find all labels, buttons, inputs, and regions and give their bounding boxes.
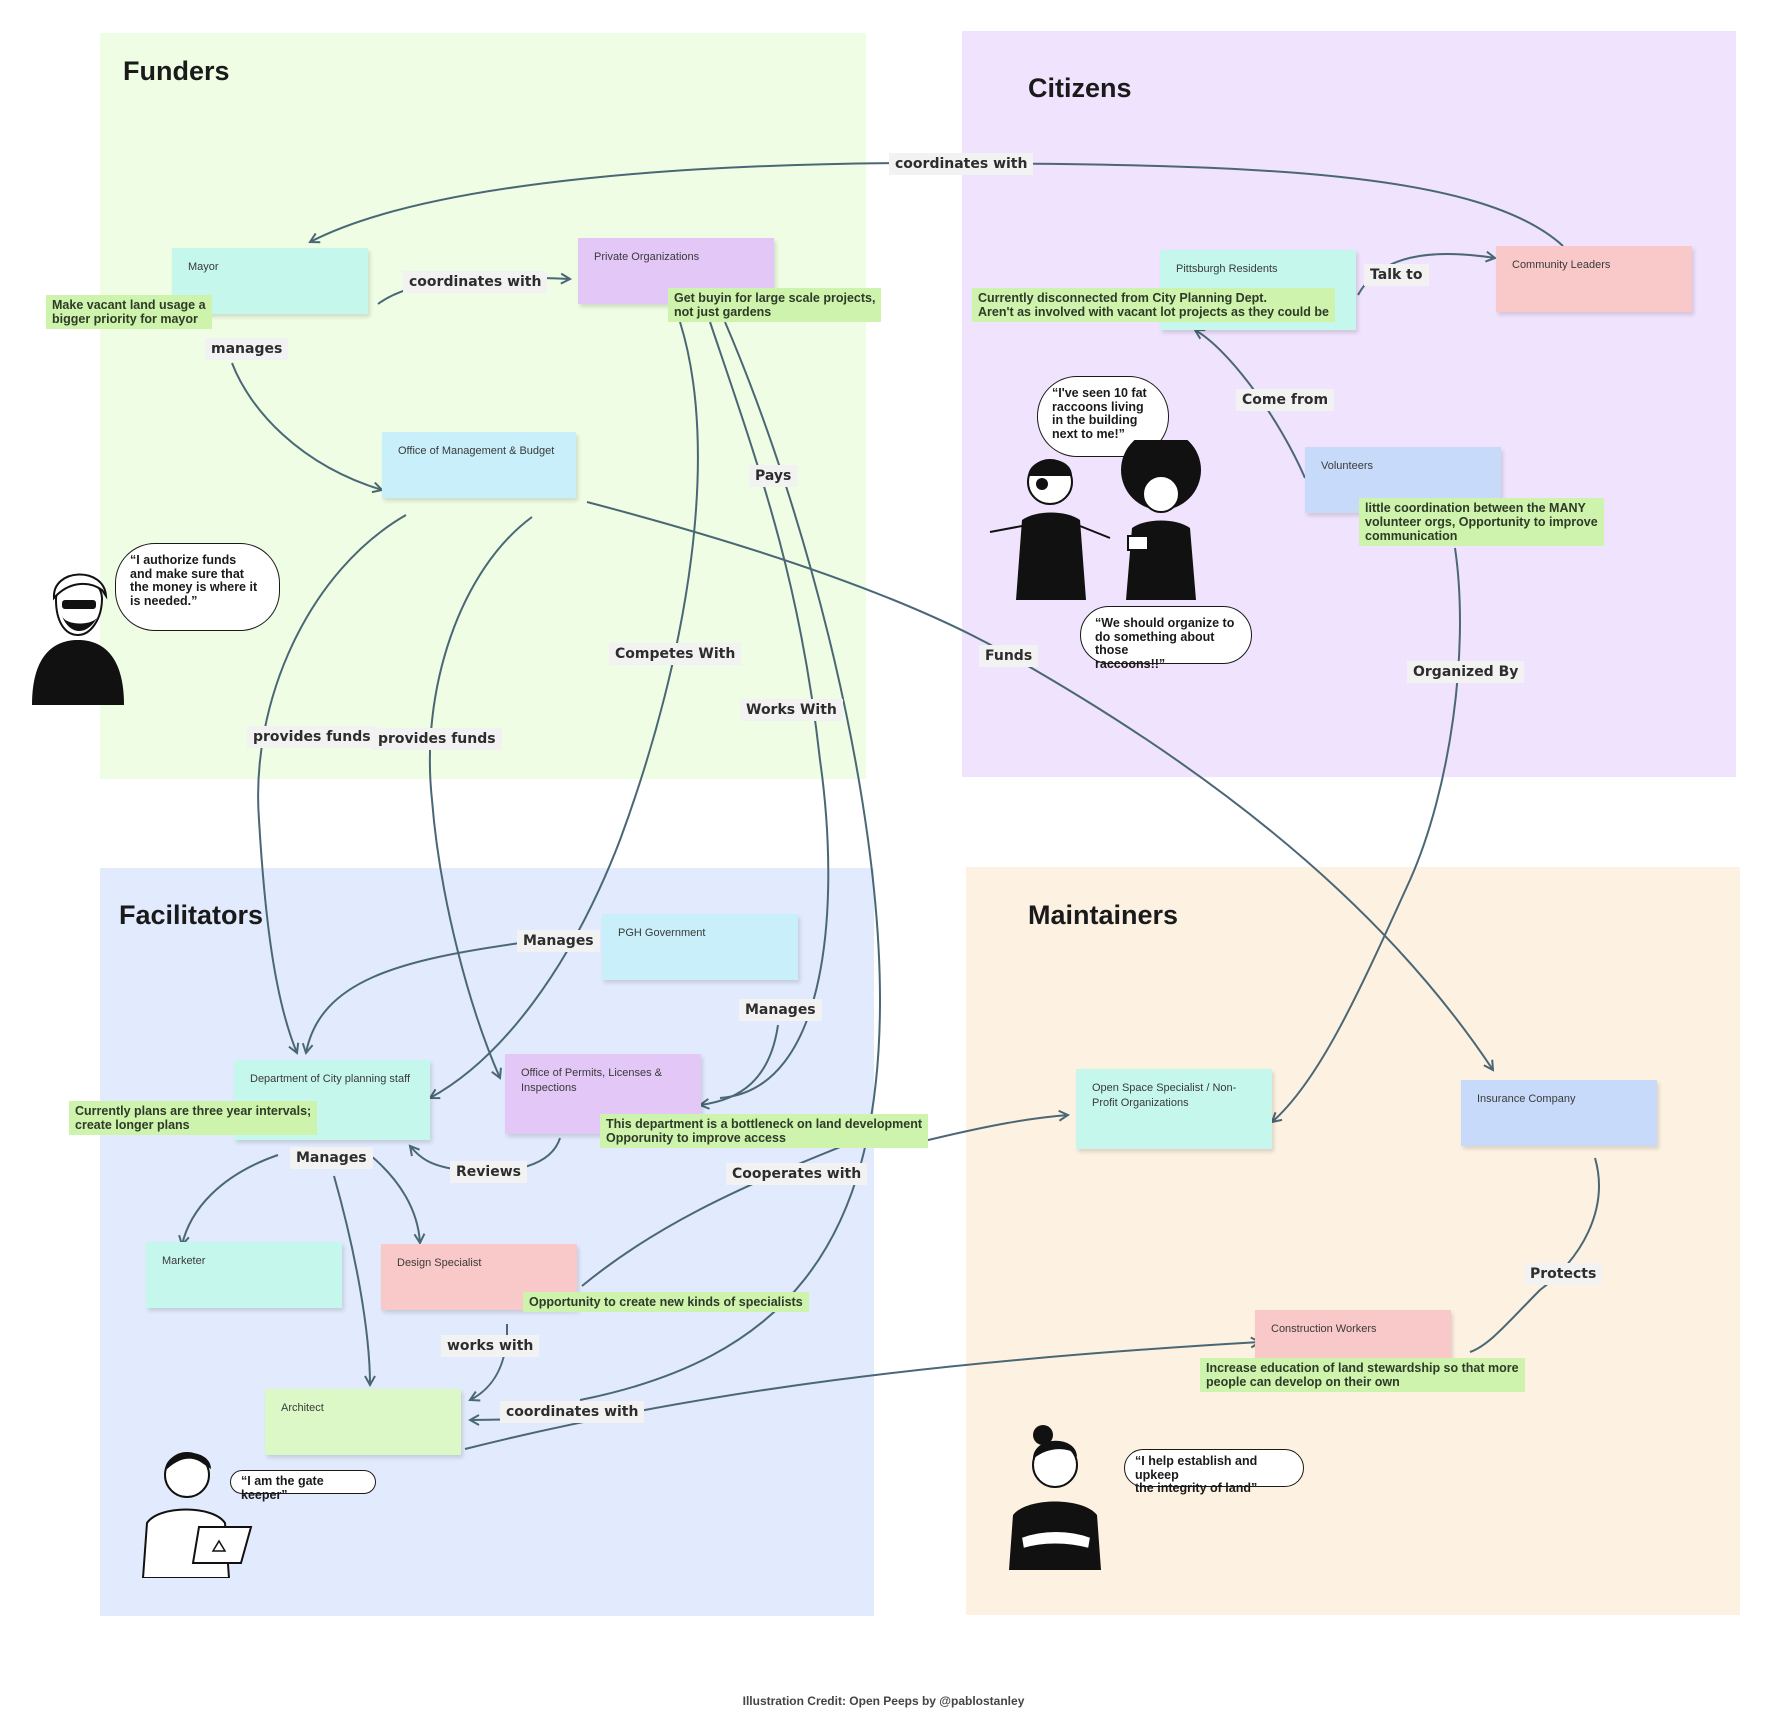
note-specialists: Opportunity to create new kinds of speci… <box>523 1292 809 1312</box>
edge-insurance-construction <box>1469 1157 1600 1353</box>
maintainer-person-illustration <box>1009 1425 1101 1570</box>
edge-coordinates-top <box>310 161 1564 247</box>
sticky-community-leaders[interactable]: Community Leaders <box>1496 246 1692 312</box>
sticky-pgh-government[interactable]: PGH Government <box>602 914 798 980</box>
note-city-planning: Currently plans are three year intervals… <box>69 1101 318 1135</box>
note-permits: This department is a bottleneck on land … <box>600 1114 929 1148</box>
edge-label-funds: Funds <box>979 645 1039 667</box>
edge-label-organized-by: Organized By <box>1407 661 1525 683</box>
edge-label-works-with-top: Works With <box>740 699 843 721</box>
edge-label-manages-omb: manages <box>205 338 289 360</box>
edge-permits-openspace <box>919 1115 1068 1143</box>
edge-private-planning <box>430 321 699 1098</box>
edge-label-coordinates-top: coordinates with <box>889 153 1034 175</box>
facilitators-title: Facilitators <box>119 900 264 930</box>
maintainers-region <box>966 867 1740 1615</box>
sticky-city-planning[interactable]: Department of City planning staff <box>234 1060 430 1140</box>
edge-cooperates <box>581 1139 859 1287</box>
note-pittsburgh-residents: Currently disconnected from City Plannin… <box>972 288 1335 322</box>
edge-omb-funds <box>586 501 1493 1070</box>
edge-label-provides-funds-1: provides funds <box>247 726 377 748</box>
maintainers-title: Maintainers <box>1028 900 1179 930</box>
sticky-architect[interactable]: Architect <box>265 1389 461 1455</box>
speech-bubble-citizen-1: “I've seen 10 fat raccoons living in the… <box>1037 376 1169 457</box>
speech-bubble-maintainer: “I help establish and upkeep the integri… <box>1124 1449 1304 1495</box>
edge-arch-construction <box>464 1342 1260 1450</box>
edge-private-arch <box>579 321 882 1401</box>
edge-omb-provides-2 <box>428 516 533 1078</box>
illustration-credit: Illustration Credit: Open Peeps by @pabl… <box>742 1694 1025 1708</box>
sticky-open-space[interactable]: Open Space Specialist / Non-Profit Organ… <box>1076 1069 1272 1149</box>
edge-pgh-planning <box>306 942 521 1053</box>
edge-label-manages-pgh: Manages <box>517 930 600 952</box>
edge-label-reviews: Reviews <box>450 1161 527 1183</box>
citizens-people-illustration <box>989 440 1201 600</box>
edge-planning-architect <box>333 1175 370 1385</box>
edge-private-pays <box>709 321 830 1099</box>
note-mayor: Make vacant land usage a bigger priority… <box>46 295 212 329</box>
funders-title: Funders <box>123 56 230 86</box>
edge-label-cooperates-with: Cooperates with <box>726 1163 868 1185</box>
edge-label-provides-funds-2: provides funds <box>372 728 502 750</box>
sticky-insurance-company[interactable]: Insurance Company <box>1461 1080 1657 1146</box>
edge-label-pays: Pays <box>749 465 798 487</box>
edge-label-coordinates-architect: coordinates with <box>500 1401 645 1423</box>
sticky-construction-workers[interactable]: Construction Workers <box>1255 1310 1451 1360</box>
citizens-title: Citizens <box>1028 73 1132 103</box>
sticky-marketer[interactable]: Marketer <box>146 1242 342 1308</box>
speech-bubble-facilitator: “I am the gate keeper” <box>230 1470 376 1501</box>
speech-bubble-citizen-2: “We should organize to do something abou… <box>1080 606 1252 670</box>
edge-label-works-with-architect: works with <box>441 1335 540 1357</box>
edge-planning-design <box>369 1154 420 1243</box>
note-volunteers: little coordination between the MANY vol… <box>1359 498 1604 546</box>
edge-label-talk-to: Talk to <box>1364 264 1429 286</box>
edge-label-come-from: Come from <box>1236 389 1335 411</box>
edge-label-competes-with: Competes With <box>609 643 742 665</box>
edge-planning-marketer <box>182 1154 279 1245</box>
edge-manages-omb <box>231 362 382 490</box>
note-private-organizations: Get buyin for large scale projects, not … <box>668 288 882 322</box>
speech-bubble-funder: “I authorize funds and make sure that th… <box>115 543 280 631</box>
funder-person-illustration <box>32 573 124 705</box>
edge-label-coordinates-mayor: coordinates with <box>403 271 548 293</box>
edge-pgh-permits <box>700 1024 779 1105</box>
edge-label-manages-planning: Manages <box>290 1147 373 1169</box>
sticky-omb[interactable]: Office of Management & Budget <box>382 432 576 498</box>
edge-omb-provides-1 <box>257 514 407 1053</box>
edge-volunteers-openspace <box>1272 547 1461 1122</box>
facilitator-person-illustration <box>141 1452 253 1578</box>
edge-label-protects: Protects <box>1524 1263 1603 1285</box>
note-construction: Increase education of land stewardship s… <box>1200 1358 1525 1392</box>
edge-label-manages-permits: Manages <box>739 999 822 1021</box>
